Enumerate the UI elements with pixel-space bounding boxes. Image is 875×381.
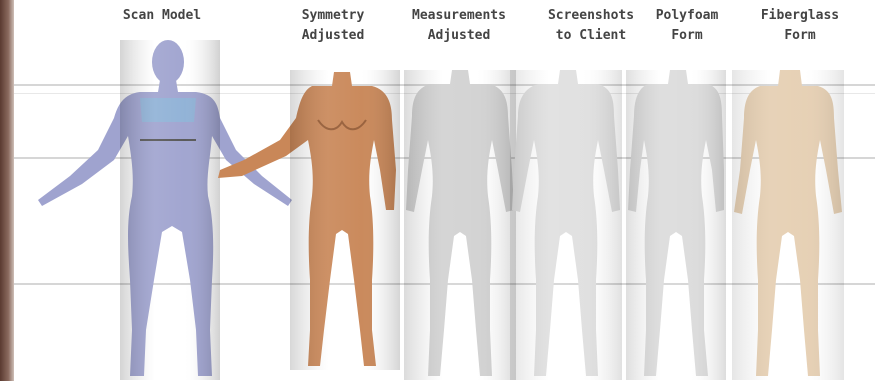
figure-polyfoam-form (626, 70, 726, 380)
figure-scan-model (38, 40, 292, 380)
figure-measurements-adjusted (404, 70, 516, 380)
figure-screenshots-to-client (510, 70, 622, 380)
figure-fiberglass-form (732, 70, 844, 380)
figure-symmetry-adjusted (218, 70, 400, 370)
